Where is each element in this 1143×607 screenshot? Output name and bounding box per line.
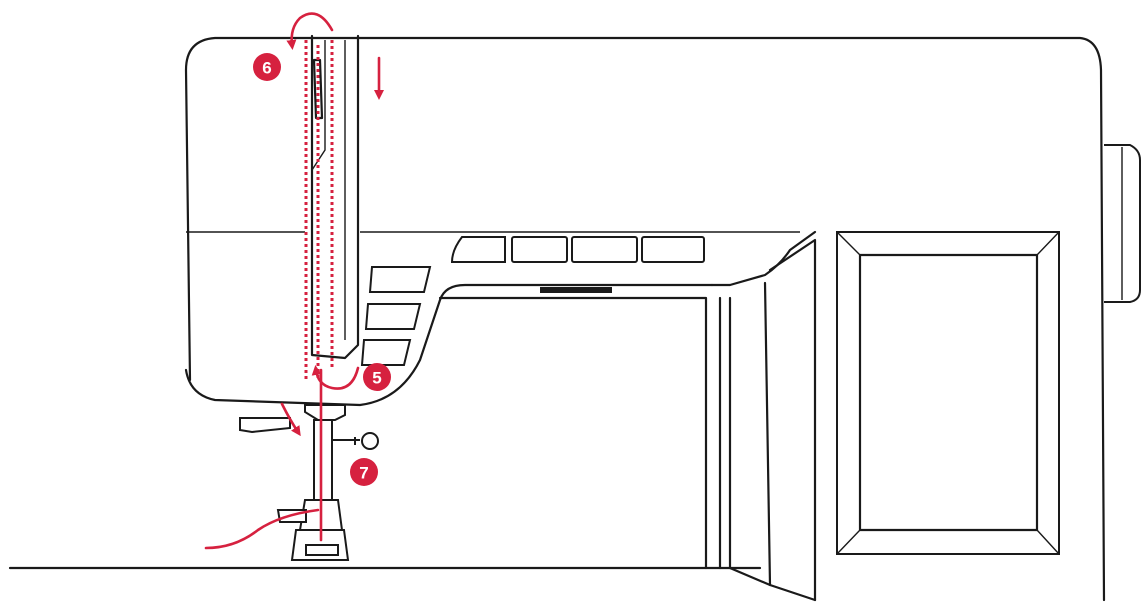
thread-path-dotted [304, 40, 334, 380]
step-5-curved-arrow-icon [311, 365, 360, 390]
arm-pillar [710, 230, 817, 287]
side-button-2[interactable] [364, 303, 422, 330]
panel-button-1[interactable] [450, 236, 506, 263]
machine-head-outline [184, 283, 714, 407]
thread-slot-inner [311, 40, 346, 340]
panel-button-2[interactable] [511, 236, 568, 263]
step-7-badge: 7 [350, 458, 378, 486]
thread-tail [204, 508, 320, 550]
pillar-right [763, 281, 817, 602]
needle-screw-knob [361, 432, 379, 450]
arm-underside [438, 296, 708, 570]
panel-button-3[interactable] [571, 236, 638, 263]
step-5-badge: 5 [363, 363, 391, 391]
display-bevel-bl [836, 529, 861, 555]
step-7-arrow-icon [280, 402, 301, 437]
arm-bottom-line [728, 566, 772, 587]
display-bevel-br [1036, 529, 1060, 555]
step-6-badge: 6 [253, 53, 281, 81]
needle-screw [332, 437, 360, 445]
thread-slot [310, 34, 360, 360]
display-bevel-tr [1036, 231, 1060, 256]
display-bevel-tl [836, 231, 861, 256]
step-6-curved-arrow-icon [286, 12, 334, 50]
step-6-label: 6 [262, 59, 271, 78]
side-button-1[interactable] [368, 266, 432, 293]
needle-threader-lever [239, 417, 291, 434]
pillar-face [768, 238, 817, 602]
machine-body-outline [184, 36, 1106, 602]
arm-light-slot [540, 287, 612, 293]
step-5-label: 5 [372, 369, 381, 388]
presser-foot-toe [305, 544, 339, 556]
display-screen [858, 253, 1039, 532]
needle-clamp [304, 404, 346, 421]
step-7-label: 7 [359, 464, 368, 483]
panel-button-4[interactable] [641, 236, 705, 263]
display-frame [836, 231, 1060, 555]
side-button-3[interactable] [360, 339, 412, 366]
